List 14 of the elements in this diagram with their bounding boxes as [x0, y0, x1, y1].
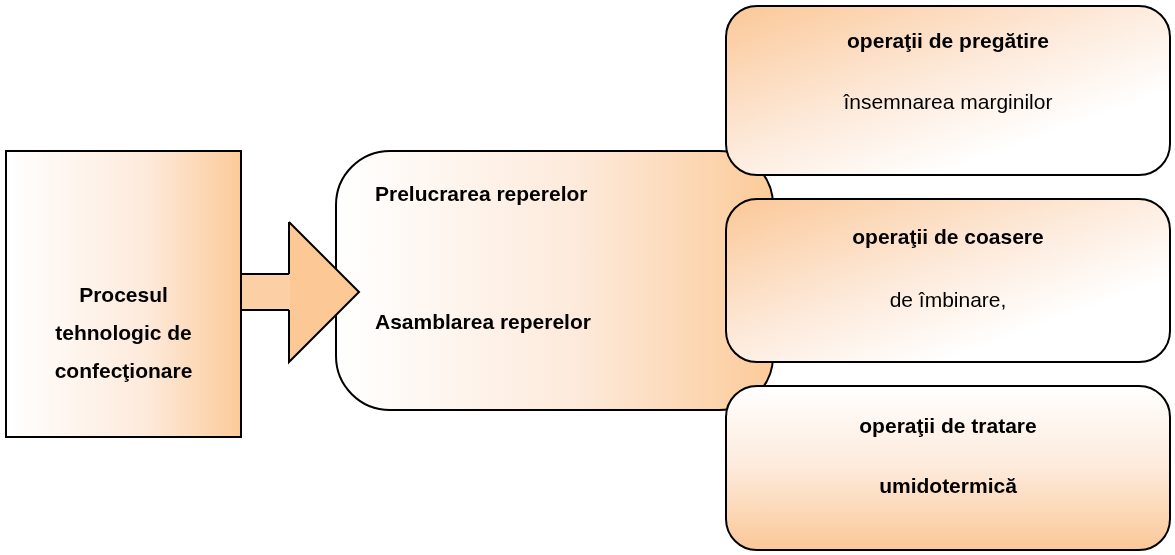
box-heading: operaţii de tratare [858, 414, 1038, 438]
rounded-box [725, 5, 1171, 176]
rounded-box [725, 198, 1171, 363]
box-text: umidotermică [878, 474, 1018, 498]
box-text: însemnarea marginilor [842, 90, 1054, 114]
box-heading: operaţii de coasere [851, 225, 1045, 249]
box-text: de îmbinare, [888, 288, 1008, 312]
process-box [5, 150, 242, 438]
box-heading: Prelucrarea reperelor [375, 182, 588, 206]
box-heading: operaţii de pregătire [846, 29, 1050, 53]
box-text: Asamblarea reperelor [375, 310, 591, 334]
box-heading: Procesul tehnologic de confecţionare [53, 282, 194, 384]
rounded-box [725, 385, 1171, 551]
rounded-box [335, 150, 774, 411]
